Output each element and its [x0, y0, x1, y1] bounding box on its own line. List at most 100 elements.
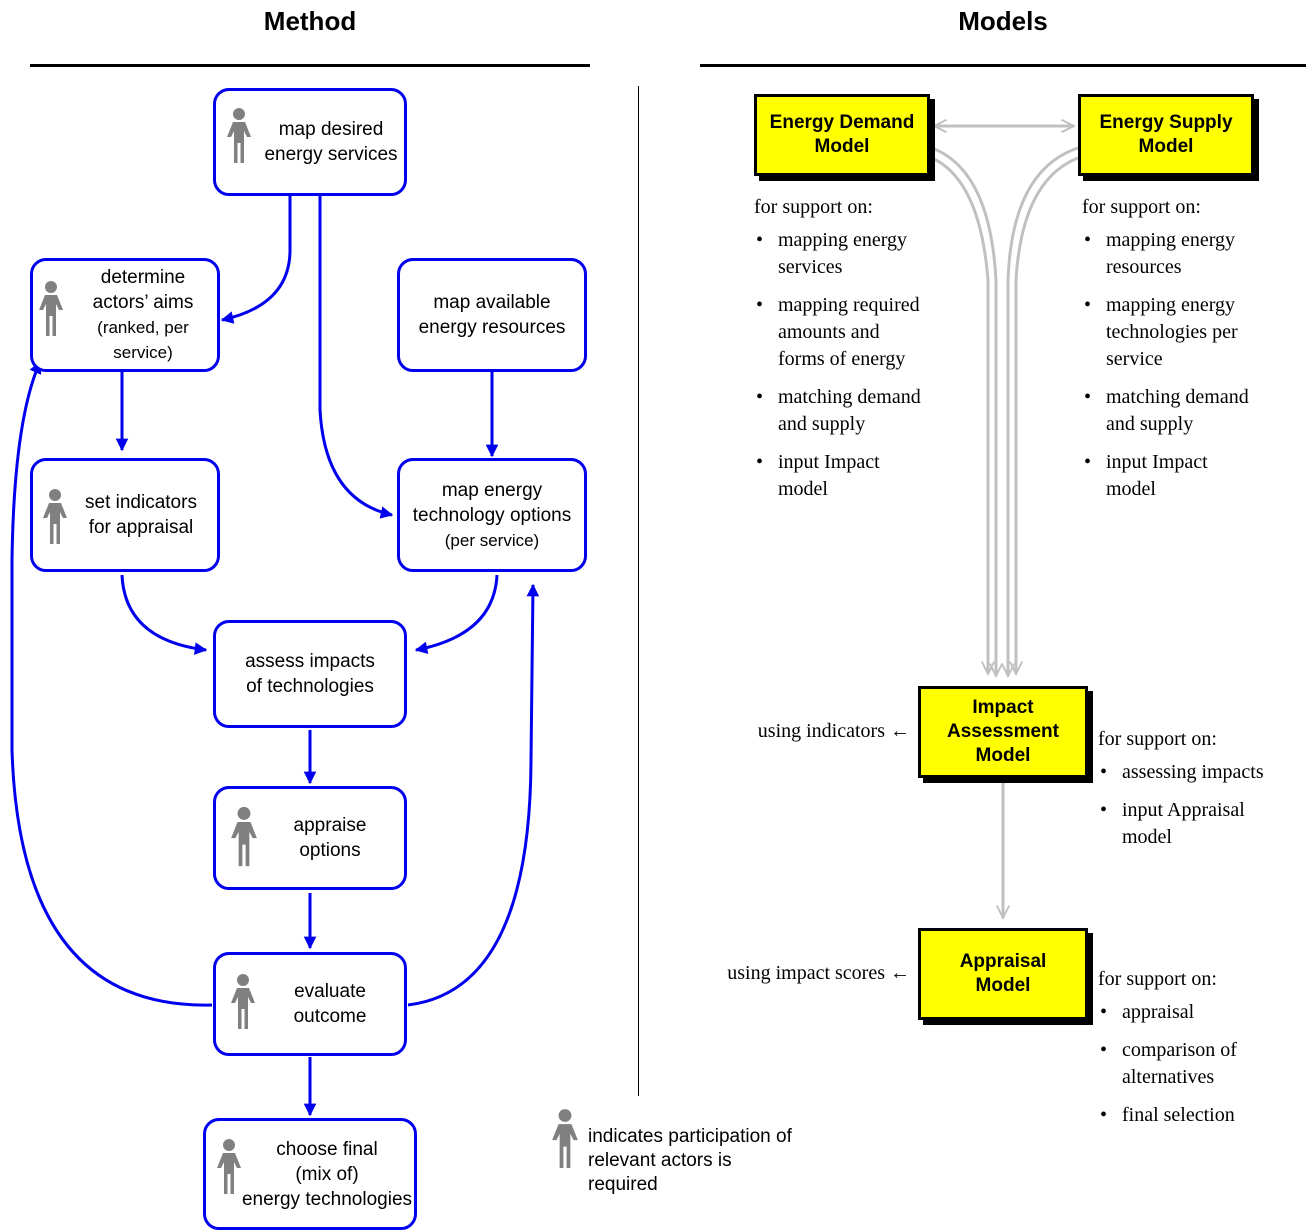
arrow-supply-to-impact-b [1016, 156, 1079, 674]
step-evaluate-outcome-label: evaluate outcome [293, 981, 367, 1027]
step-map-desired-services: map desired energy services [213, 88, 407, 196]
supply-support-panel: for support on: • mapping energy resource… [1082, 194, 1302, 514]
bullet-point: • [1084, 294, 1092, 316]
arrow-evaluate-to-tech [407, 583, 540, 1007]
demand-support-list: • mapping energy services • mapping require… [754, 227, 974, 503]
step-appraise-options-label: appraise options [293, 815, 367, 861]
support-item: • matching demand and supply [754, 384, 974, 438]
support-item-text: input Impact model [1106, 451, 1208, 500]
step-choose-final-label: choose final (mix of) energy technologie… [241, 1138, 413, 1210]
step-assess-impacts: assess impacts of technologies [213, 620, 407, 728]
support-item: • appraisal [1098, 999, 1303, 1026]
person-icon [227, 108, 251, 163]
support-item: • comparison of alternatives [1098, 1037, 1303, 1091]
demand-support-panel: for support on: • mapping energy services… [754, 194, 974, 514]
support-item: • matching demand and supply [1082, 384, 1302, 438]
appraisal-support-panel: for support on: • appraisal • comparison of… [1098, 966, 1303, 1140]
person-icon [217, 1139, 241, 1194]
support-item: • mapping energy services [754, 227, 974, 281]
supply-support-label: for support on: [1082, 196, 1201, 218]
person-icon [552, 1109, 578, 1168]
step-assess-impacts-label: assess impacts of technologies [245, 651, 375, 697]
arrow-tech-to-assess [414, 574, 499, 655]
column-divider [638, 86, 639, 1096]
person-icon [231, 806, 257, 867]
support-item-text: mapping required amounts and forms of en… [778, 294, 920, 370]
appraisal-support-label: for support on: [1098, 968, 1217, 990]
impact-support-panel: for support on: • assessing impacts • input… [1098, 726, 1303, 862]
step-map-technology-options-label: map energy technology options [412, 479, 572, 526]
bullet-point: • [1100, 1104, 1108, 1126]
impact-assessment-model-box: Impact Assessment Model [918, 686, 1088, 778]
energy-supply-model-box: Energy Supply Model [1078, 94, 1254, 176]
bullet-point: • [1084, 386, 1092, 408]
support-item-text: comparison of alternatives [1122, 1039, 1237, 1088]
method-header-rule [30, 64, 590, 67]
support-item: • mapping energy resources [1082, 227, 1302, 281]
arrow-indicators-to-assess [120, 574, 208, 655]
bullet-point: • [1084, 229, 1092, 251]
arrow-evaluate-to-aims [10, 360, 213, 1007]
method-flow-arrows [10, 196, 540, 1117]
impact-using-note: using indicators ← [757, 720, 910, 742]
step-choose-final: choose final (mix of) energy technologie… [203, 1118, 417, 1230]
arrow-supply-to-impact-a [1008, 146, 1079, 676]
step-map-desired-services-label: map desired energy services [264, 119, 398, 165]
support-item-text: mapping energy services [778, 229, 908, 278]
bullet-point: • [756, 229, 764, 251]
step-determine-aims-label: determine actors’ aims [92, 267, 194, 313]
support-item-text: mapping energy resources [1106, 229, 1236, 278]
step-map-available-resources: map available energy resources [397, 258, 587, 372]
bullet-point: • [1100, 1001, 1108, 1023]
step-set-indicators-label: set indicators for appraisal [85, 492, 197, 538]
arrow-demand-to-impact-b [931, 156, 988, 674]
appraisal-support-list: • appraisal • comparison of alternatives • fi… [1098, 999, 1303, 1129]
bullet-point: • [1100, 761, 1108, 783]
bullet-point: • [1100, 1039, 1108, 1061]
support-item-text: mapping energy technologies per service [1106, 294, 1238, 370]
step-determine-aims-sublabel: (ranked, per service) [97, 318, 189, 362]
support-item-text: assessing impacts [1122, 761, 1264, 783]
arrow-services-to-tech [318, 196, 394, 519]
support-item: • mapping energy technologies per service [1082, 292, 1302, 373]
support-item: • assessing impacts [1098, 759, 1303, 786]
arrow-demand-to-impact-a [931, 146, 996, 676]
step-map-technology-options-sublabel: (per service) [444, 530, 540, 550]
energy-demand-model-box: Energy Demand Model [754, 94, 930, 176]
appraisal-using-note: using impact scores ← [727, 962, 910, 984]
bullet-point: • [756, 386, 764, 408]
support-item: • input Appraisal model [1098, 797, 1303, 851]
person-icon [231, 974, 255, 1029]
step-map-technology-options: map energy technology options (per servi… [397, 458, 587, 572]
person-icon [43, 489, 67, 544]
person-icon [39, 281, 63, 336]
support-item: •input Impact model [754, 449, 974, 503]
legend-text: indicates participation of relevant acto… [588, 1126, 792, 1195]
impact-support-label: for support on: [1098, 728, 1217, 750]
step-determine-aims: determine actors’ aims (ranked, per serv… [30, 258, 220, 372]
support-item-text: matching demand and supply [1106, 386, 1249, 435]
model-flow-arrows [931, 126, 1079, 918]
support-item: • final selection [1098, 1102, 1303, 1129]
support-item-text: input Appraisal model [1122, 799, 1245, 848]
models-header-rule [700, 64, 1306, 67]
step-set-indicators: set indicators for appraisal [30, 458, 220, 572]
supply-support-list: • mapping energy resources • mapping energy… [1082, 227, 1302, 503]
appraisal-model-box: Appraisal Model [918, 928, 1088, 1020]
impact-support-list: • assessing impacts • input Appraisal model [1098, 759, 1303, 851]
bullet-point: • [756, 294, 764, 316]
bullet-point: • [756, 451, 764, 473]
support-item: • input Impact model [1082, 449, 1302, 503]
bullet-point: • [1084, 451, 1092, 473]
method-header: Method [263, 6, 357, 36]
support-item-text: final selection [1122, 1104, 1235, 1126]
support-item-text: appraisal [1122, 1001, 1195, 1023]
models-header: Models [958, 6, 1048, 36]
bullet-point: • [1100, 799, 1108, 821]
support-item-text: matching demand and supply [778, 386, 921, 435]
arrow-services-to-aims [220, 196, 292, 324]
support-item: • mapping required amounts and forms of e… [754, 292, 974, 373]
demand-support-label: for support on: [754, 196, 873, 218]
